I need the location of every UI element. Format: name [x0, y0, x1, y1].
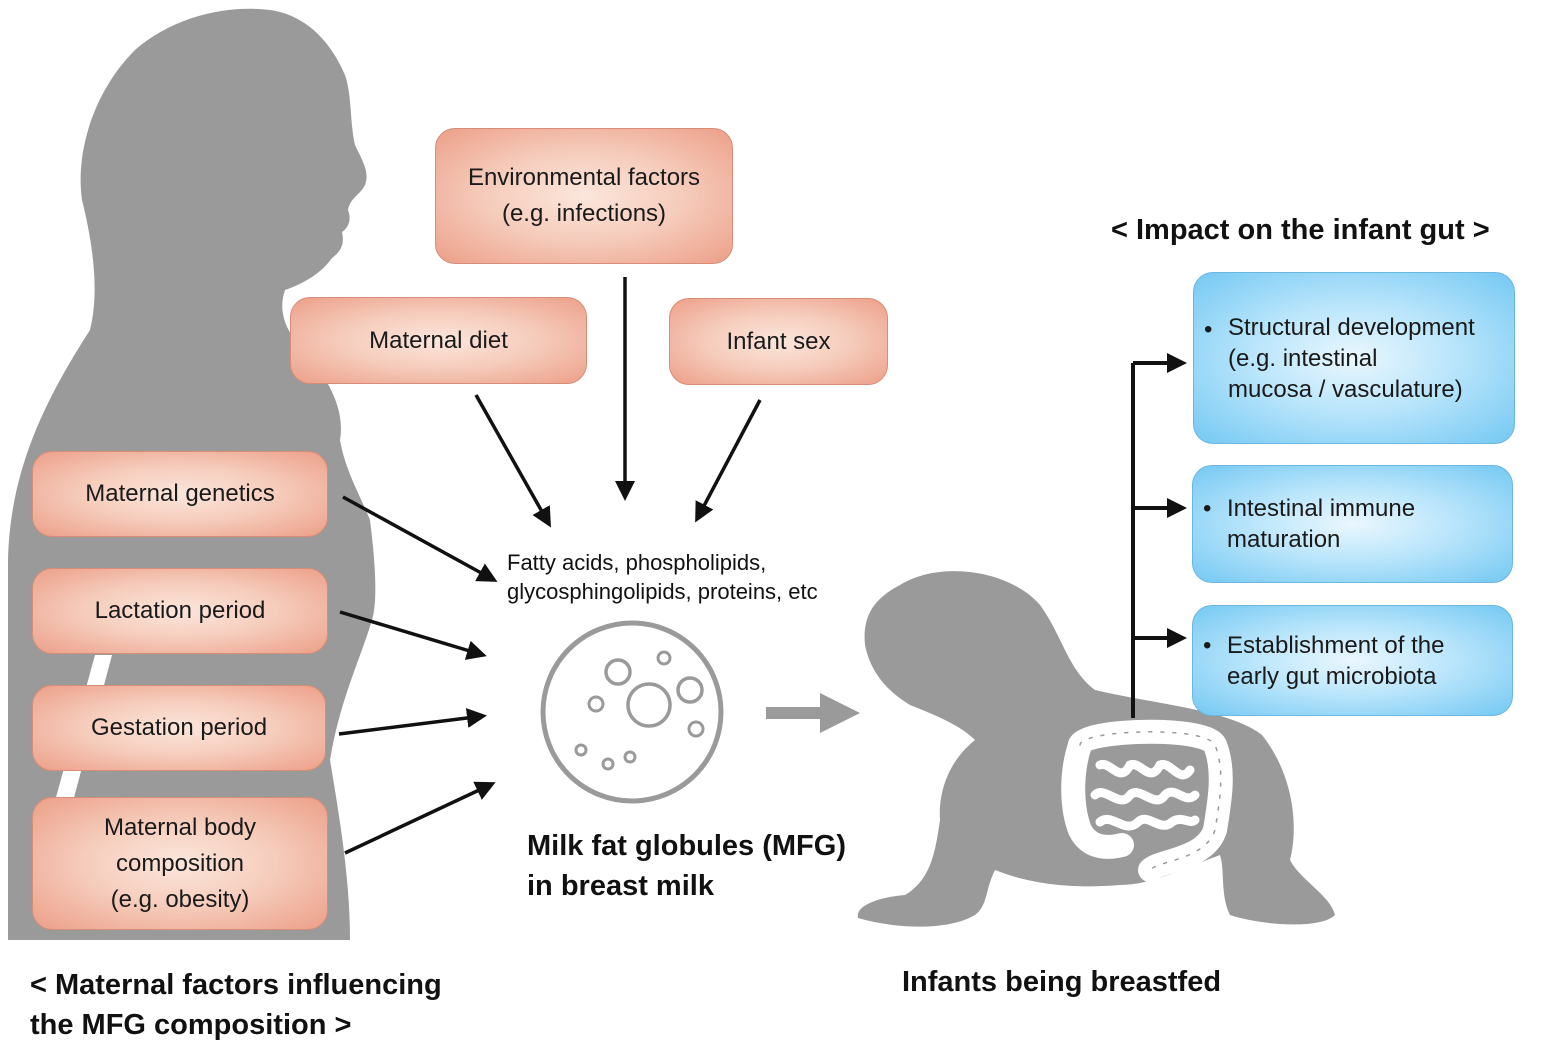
environmental-factors-line1: Environmental factors — [467, 164, 701, 191]
infant-sex-box: Infant sex — [669, 298, 888, 385]
impact-item-structural: • Structural development (e.g. intestina… — [1193, 272, 1515, 444]
maternal-diet-box: Maternal diet — [290, 297, 587, 384]
milk-fat-globule — [540, 620, 724, 804]
bullet-icon: • — [1203, 632, 1212, 659]
maternal-genetics-label: Maternal genetics — [85, 480, 275, 507]
environmental-factors-box: Environmental factors (e.g. infections) — [435, 128, 733, 264]
impact-heading: < Impact on the infant gut > — [1111, 214, 1490, 246]
gestation-period-label: Gestation period — [90, 714, 268, 741]
impact-item-line: mucosa / vasculature) — [1228, 375, 1463, 403]
lactation-period-label: Lactation period — [94, 597, 266, 624]
mfg-label-line1: Milk fat globules (MFG) — [527, 830, 846, 862]
gestation-period-box: Gestation period — [32, 685, 326, 771]
mfg-components-text: Fatty acids, phospholipids, glycosphingo… — [507, 548, 927, 606]
factor-arrows — [338, 277, 762, 855]
mfg-label-line2: in breast milk — [527, 870, 714, 902]
environmental-factors-line2: (e.g. infections) — [501, 200, 667, 227]
intestine-icon — [1061, 719, 1233, 882]
impact-item-line: (e.g. intestinal — [1228, 344, 1378, 372]
lactation-period-box: Lactation period — [32, 568, 328, 654]
impact-item-line: Intestinal immune — [1227, 495, 1416, 522]
impact-item-line: early gut microbiota — [1227, 662, 1437, 690]
mfg-label: Milk fat globules (MFG) in breast milk — [527, 826, 907, 906]
body-composition-line1: Maternal body — [103, 813, 257, 841]
impact-item-line: maturation — [1227, 526, 1341, 553]
maternal-heading-line1: < Maternal factors influencing — [30, 969, 442, 1001]
body-composition-line3: (e.g. obesity) — [110, 885, 250, 913]
maternal-factors-heading: < Maternal factors influencing the MFG c… — [30, 965, 550, 1045]
maternal-body-composition-box: Maternal body composition (e.g. obesity) — [32, 797, 328, 930]
maternal-diet-label: Maternal diet — [369, 326, 508, 354]
impact-item-microbiota: • Establishment of the early gut microbi… — [1192, 605, 1513, 716]
bullet-icon: • — [1203, 495, 1212, 522]
impact-item-immune: • Intestinal immune maturation — [1192, 465, 1513, 583]
maternal-genetics-box: Maternal genetics — [32, 451, 328, 537]
infant-sex-label: Infant sex — [726, 327, 831, 355]
maternal-heading-line2: the MFG composition > — [30, 1009, 352, 1041]
mfg-components-line2: glycosphingolipids, proteins, etc — [507, 579, 818, 604]
mfg-components-line1: Fatty acids, phospholipids, — [507, 550, 767, 575]
impact-bracket — [1131, 353, 1187, 718]
bullet-icon: • — [1204, 316, 1213, 343]
body-composition-line2: composition — [115, 849, 245, 877]
infant-label: Infants being breastfed — [902, 966, 1222, 998]
mfg-to-infant-arrow — [766, 693, 860, 733]
impact-item-line: Structural development — [1228, 313, 1475, 341]
impact-item-line: Establishment of the — [1227, 631, 1445, 659]
